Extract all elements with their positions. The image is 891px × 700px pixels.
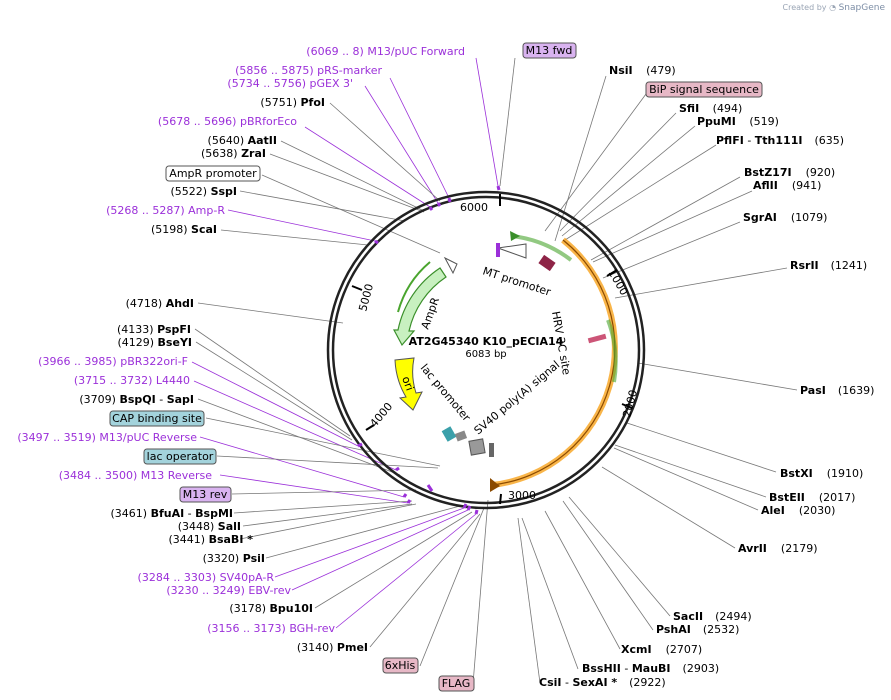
label-bsabi[interactable]: (3441) BsaBI * [169, 533, 254, 546]
ampr-green-arc[interactable] [397, 261, 431, 313]
label-pmei[interactable]: (3140) PmeI [297, 641, 368, 654]
feature-sv40[interactable]: SV40 poly(A) signal [472, 358, 563, 437]
label-bsshii-maubi[interactable]: BssHII - MauBI(2903) [582, 662, 719, 675]
label-sacii[interactable]: SacII(2494) [673, 610, 752, 623]
label-sspi[interactable]: (5522) SspI [170, 185, 237, 198]
label-sgrai[interactable]: SgrAI(1079) [743, 211, 827, 224]
tick-3000: 3000 [508, 489, 536, 502]
box-flag[interactable] [438, 675, 475, 692]
label-scai[interactable]: (5198) ScaI [151, 223, 217, 236]
label-m13-puc-forward[interactable]: (6069 .. 8) M13/pUC Forward [306, 45, 465, 58]
mt-promoter-arrow-icon[interactable] [497, 243, 527, 259]
label-alei[interactable]: AleI(2030) [761, 504, 835, 517]
label-nsii[interactable]: NsiI (479) [609, 64, 676, 77]
primer-markers [357, 185, 501, 515]
label-ahdi[interactable]: (4718) AhdI [126, 297, 194, 310]
feature-mt-promoter[interactable]: MT promoter [481, 264, 553, 298]
label-rsrii[interactable]: RsrII(1241) [790, 259, 867, 272]
tick-6000: 6000 [460, 201, 488, 214]
label-pshai[interactable]: PshAI(2532) [656, 623, 739, 636]
box-bip-signal[interactable] [645, 81, 763, 98]
orange-cds-arc-core[interactable] [491, 239, 616, 486]
label-bgh-rev[interactable]: (3156 .. 3173) BGH-rev [207, 622, 335, 635]
tick-1000: 1000 [605, 267, 630, 298]
label-m13-fwd[interactable]: M13 fwd [526, 44, 573, 57]
backbone [326, 190, 646, 510]
label-ppumi[interactable]: PpuMI (519) [697, 115, 779, 128]
connector-lines [191, 57, 798, 685]
label-m13-rev[interactable]: M13 rev [183, 488, 228, 501]
label-bpu10i[interactable]: (3178) Bpu10I [229, 602, 313, 615]
label-bspqi-sapi[interactable]: (3709) BspQI - SapI [79, 393, 194, 406]
label-ampr-promoter[interactable]: AmpR promoter [169, 167, 257, 180]
mt-promoter-block[interactable] [538, 254, 556, 272]
label-csii-sexai[interactable]: CsiI - SexAI *(2922) [539, 676, 666, 689]
label-pfoi[interactable]: (5751) PfoI [260, 96, 325, 109]
label-pbrforeco[interactable]: (5678 .. 5696) pBRforEco [158, 115, 297, 128]
label-6xhis[interactable]: 6xHis [385, 659, 416, 672]
right-labels: M13 fwd NsiI (479) BiP signal sequence S… [526, 44, 875, 689]
ori-arrow[interactable] [394, 357, 423, 411]
snapgene-credit: Created by ◔ SnapGene [782, 3, 886, 13]
hrv-site-block[interactable] [587, 333, 607, 344]
ampr-promoter-arrow[interactable] [443, 256, 458, 275]
lac-region[interactable] [441, 426, 494, 457]
left-labels: (6069 .. 8) M13/pUC Forward (5856 .. 587… [17, 45, 470, 690]
label-pflfi-tth111i[interactable]: PflFI - Tth111I(635) [716, 134, 844, 147]
label-bseyi[interactable]: (4129) BseYI [117, 336, 192, 349]
label-flag[interactable]: FLAG [442, 677, 471, 690]
label-pbr322ori-f[interactable]: (3966 .. 3985) pBR322ori-F [38, 355, 188, 368]
box-m13-fwd[interactable] [522, 42, 577, 59]
label-m13-reverse[interactable]: (3484 .. 3500) M13 Reverse [59, 469, 212, 482]
label-bsteii[interactable]: BstEII(2017) [769, 491, 855, 504]
label-avrii[interactable]: AvrII(2179) [738, 542, 817, 555]
label-amp-r[interactable]: (5268 .. 5287) Amp-R [106, 204, 225, 217]
snapgene-logo-icon: ◔ [829, 3, 837, 12]
ampr-arrow[interactable] [393, 267, 447, 347]
feature-lac-promoter[interactable]: lac promoter [418, 362, 474, 425]
label-sali[interactable]: (3448) SalI [178, 520, 241, 533]
label-zrai[interactable]: (5638) ZraI [201, 147, 266, 160]
label-aflii[interactable]: AflII(941) [753, 179, 821, 192]
tick-marks [351, 194, 633, 505]
green-arrowhead-top-icon [510, 231, 520, 241]
plasmid-size: 6083 bp [465, 349, 506, 360]
label-pgex-3[interactable]: (5734 .. 5756) pGEX 3' [227, 77, 353, 90]
label-lac-operator[interactable]: lac operator [147, 450, 214, 463]
label-xcmi[interactable]: XcmI(2707) [621, 643, 702, 656]
label-bfuai-bspmi[interactable]: (3461) BfuAI - BspMI [110, 507, 233, 520]
label-pasi[interactable]: PasI(1639) [800, 384, 874, 397]
label-aatii[interactable]: (5640) AatII [208, 134, 277, 147]
green-arc-right[interactable] [606, 319, 618, 383]
label-bstz17i[interactable]: BstZ17I(920) [744, 166, 835, 179]
label-l4440[interactable]: (3715 .. 3732) L4440 [74, 374, 190, 387]
label-pspfi[interactable]: (4133) PspFI [117, 323, 191, 336]
box-m13-rev[interactable] [179, 486, 232, 503]
plasmid-name: AT2G45340 K10_pECIA14 [409, 335, 564, 348]
label-psii[interactable]: (3320) PsiI [203, 552, 265, 565]
tick-2000: 2000 [620, 388, 640, 418]
orange-arrowhead-icon [490, 478, 500, 492]
box-lac-operator[interactable] [143, 448, 217, 465]
label-prs-marker[interactable]: (5856 .. 5875) pRS-marker [235, 64, 382, 77]
label-bstxi[interactable]: BstXI(1910) [780, 467, 863, 480]
label-m13-puc-reverse[interactable]: (3497 .. 3519) M13/pUC Reverse [17, 431, 197, 444]
label-bip-signal[interactable]: BiP signal sequence [649, 83, 759, 96]
tick-5000: 5000 [356, 282, 376, 312]
box-ampr-promoter[interactable] [165, 165, 261, 182]
box-6xhis[interactable] [382, 657, 419, 674]
tick-4000: 4000 [367, 400, 395, 430]
label-ebv-rev[interactable]: (3230 .. 3249) EBV-rev [166, 584, 291, 597]
label-sv40pa-r[interactable]: (3284 .. 3303) SV40pA-R [138, 571, 275, 584]
label-cap-binding[interactable]: CAP binding site [112, 412, 202, 425]
label-sfii[interactable]: SfiI (494) [679, 102, 742, 115]
feature-ori[interactable]: ori [399, 375, 416, 393]
box-cap-binding[interactable] [109, 410, 205, 427]
m13-fwd-marker [496, 243, 500, 257]
